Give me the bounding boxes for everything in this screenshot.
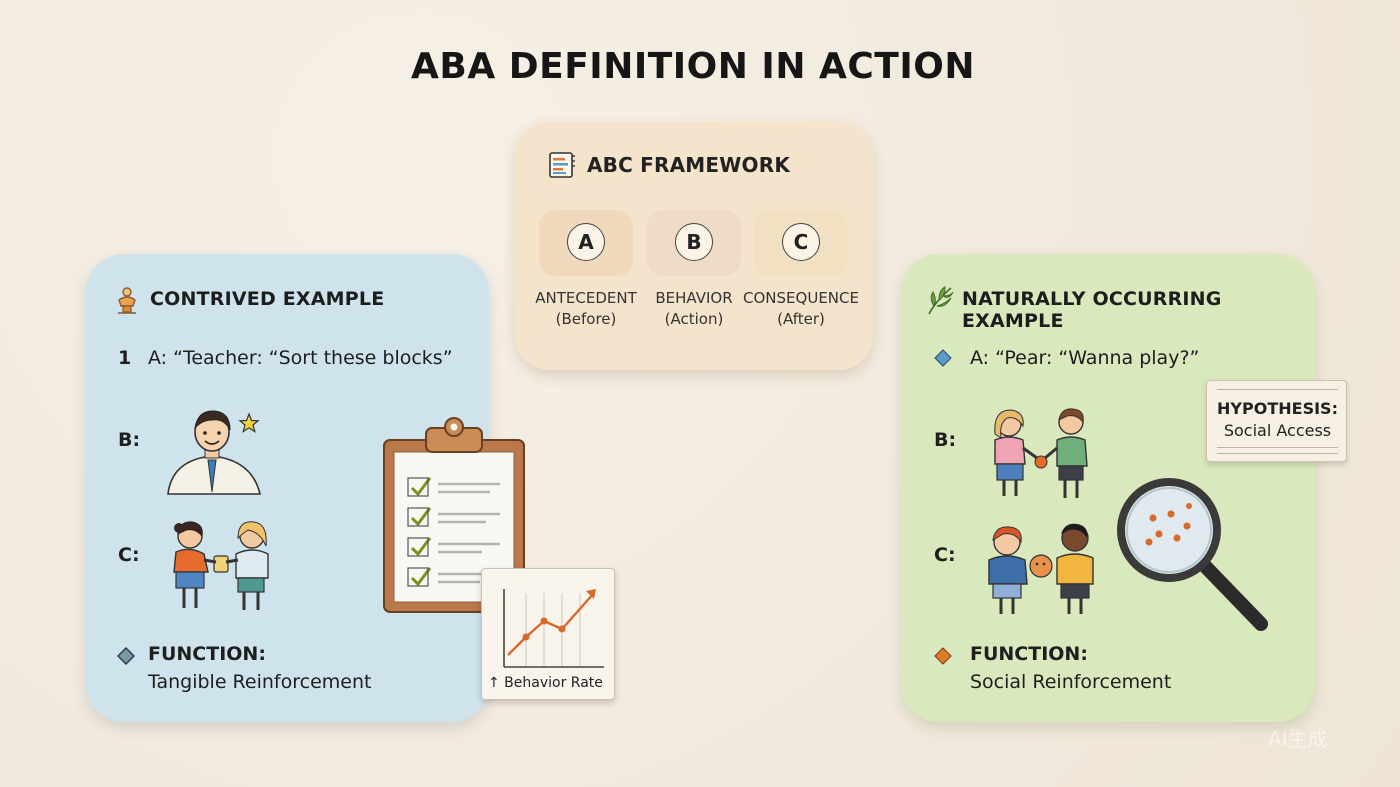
consequence-letter: C (782, 223, 820, 261)
natural-title: NATURALLY OCCURRING EXAMPLE (962, 288, 1222, 332)
children-exchange-illustration (173, 521, 269, 610)
consequence-sub: (After) (777, 310, 825, 328)
behavior-box: B (647, 210, 741, 276)
teacher-illustration (167, 410, 262, 495)
natural-function-value: Social Reinforcement (970, 671, 1172, 693)
contrived-step-number: 1 (118, 347, 132, 369)
hypothesis-value: Social Access (1223, 421, 1332, 440)
award-icon (118, 287, 136, 314)
abc-framework-title: ABC FRAMEWORK (587, 153, 791, 177)
antecedent-label-group: ANTECEDENT (Before) (526, 288, 646, 330)
star-icon (238, 412, 260, 433)
natural-antecedent-text: A: “Pear: “Wanna play?” (970, 347, 1200, 369)
antecedent-label: ANTECEDENT (535, 289, 637, 307)
behavior-label: BEHAVIOR (655, 289, 733, 307)
notebook-icon (549, 152, 575, 178)
natural-behavior-label: B: (934, 429, 957, 451)
diamond-icon (117, 647, 135, 665)
abc-framework-card: ABC FRAMEWORK A B C ANTECEDENT (Before) … (515, 122, 873, 370)
children-sharing-illustration (988, 523, 1094, 614)
contrived-function-value: Tangible Reinforcement (148, 671, 372, 693)
children-greeting-illustration (994, 408, 1088, 498)
leaf-icon (928, 286, 954, 315)
contrived-consequence-label: C: (118, 544, 140, 566)
antecedent-box: A (539, 210, 633, 276)
behavior-rate-card: ↑ Behavior Rate (481, 568, 615, 700)
consequence-label: CONSEQUENCE (743, 289, 859, 307)
hypothesis-label: HYPOTHESIS: (1217, 399, 1338, 418)
hypothesis-card: HYPOTHESIS: Social Access (1206, 380, 1347, 462)
hypothesis-bottom-rule (1217, 447, 1338, 448)
contrived-title: CONTRIVED EXAMPLE (150, 288, 385, 310)
behavior-rate-caption: ↑ Behavior Rate (488, 675, 603, 691)
diamond-icon (934, 349, 952, 367)
abc-header: ABC FRAMEWORK (547, 150, 790, 180)
behavior-letter: B (675, 223, 713, 261)
consequence-box: C (754, 210, 848, 276)
contrived-behavior-label: B: (118, 429, 141, 451)
natural-example-card: NATURALLY OCCURRING EXAMPLE A: “Pear: “W… (901, 254, 1315, 722)
contrived-function-label: FUNCTION: (148, 643, 266, 665)
antecedent-sub: (Before) (555, 310, 617, 328)
hypothesis-top-rule (1217, 389, 1338, 390)
magnifying-glass-icon (1117, 478, 1268, 631)
antecedent-letter: A (567, 223, 605, 261)
natural-function-label: FUNCTION: (970, 643, 1088, 665)
natural-consequence-label: C: (934, 544, 956, 566)
behavior-rate-chart (503, 589, 604, 668)
behavior-label-group: BEHAVIOR (Action) (634, 288, 754, 330)
contrived-antecedent-text: A: “Teacher: “Sort these blocks” (148, 347, 453, 369)
watermark: AI生成 (1268, 727, 1328, 751)
consequence-label-group: CONSEQUENCE (After) (741, 288, 861, 330)
diamond-icon (934, 647, 952, 665)
page-title: ABA DEFINITION IN ACTION (411, 46, 975, 87)
hypothesis-bottom-rule-2 (1217, 453, 1338, 454)
behavior-sub: (Action) (664, 310, 724, 328)
